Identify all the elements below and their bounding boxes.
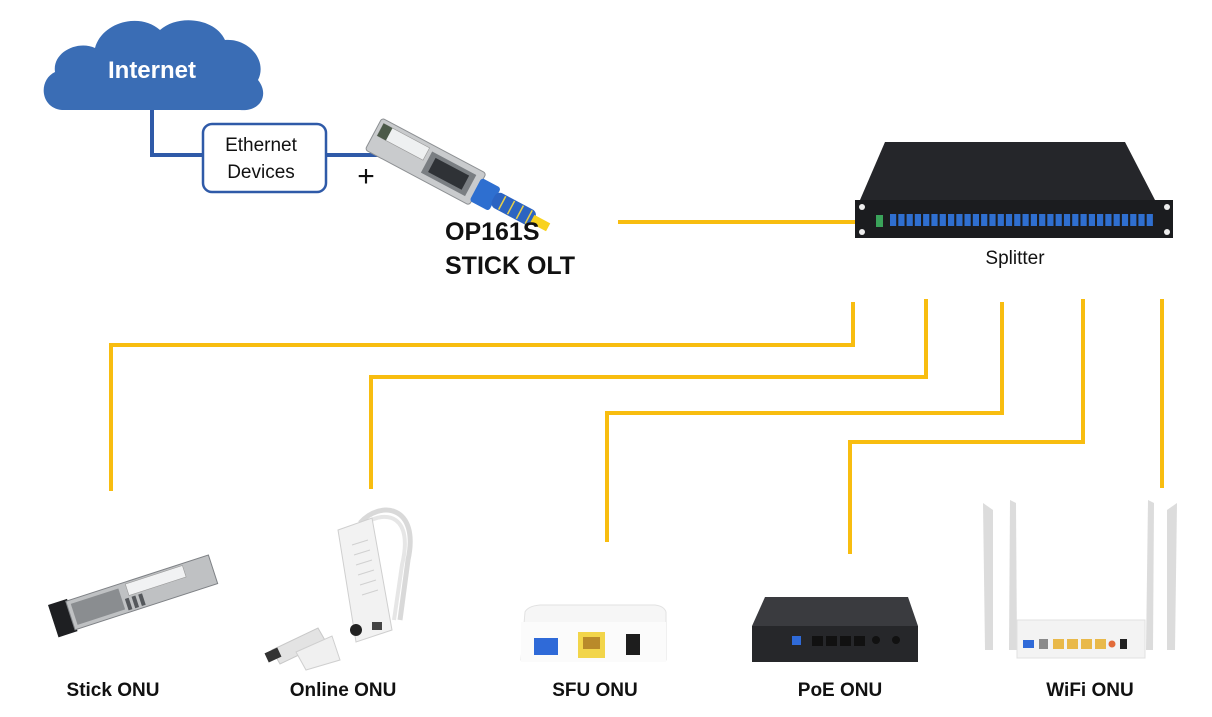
ethernet-devices-box: Ethernet Devices — [201, 122, 328, 194]
olt-sfp-module-image — [365, 118, 551, 232]
internet-cloud: Internet — [43, 20, 264, 111]
splitter-rack-image — [855, 142, 1173, 238]
fiber-distribution — [109, 299, 1164, 554]
splitter-port — [956, 214, 963, 226]
splitter-port — [989, 214, 996, 226]
onu-label-poe: PoE ONU — [797, 680, 883, 701]
onu-label-sfu: SFU ONU — [552, 680, 638, 701]
splitter-port — [931, 214, 938, 226]
onu-label-wifi: WiFi ONU — [1046, 680, 1134, 701]
stick-onu-image — [48, 554, 219, 638]
olt-label-line2: STICK OLT — [445, 252, 575, 280]
splitter-port — [1030, 214, 1037, 226]
splitter-port — [1080, 214, 1087, 226]
plus-symbol: + — [357, 160, 375, 193]
splitter-port — [1130, 214, 1137, 226]
splitter-port — [1055, 214, 1062, 226]
splitter-port — [1005, 214, 1013, 226]
splitter-port — [1097, 214, 1104, 226]
ethernet-devices-line1: Ethernet — [225, 135, 298, 156]
splitter-port — [1047, 214, 1054, 226]
ethernet-devices-line2: Devices — [227, 162, 295, 183]
poe-onu-image — [752, 597, 918, 662]
splitter-port — [1063, 214, 1071, 226]
olt-label-line1: OP161S — [445, 218, 540, 246]
splitter-port — [1022, 214, 1029, 226]
cloud-icon — [43, 20, 264, 111]
splitter-port — [1113, 214, 1120, 226]
internet-label: Internet — [108, 57, 196, 84]
splitter-port — [923, 214, 930, 226]
splitter-port — [1146, 214, 1153, 226]
splitter-port — [1138, 214, 1145, 226]
online-onu-image — [264, 507, 413, 671]
splitter-port — [997, 214, 1004, 226]
fiber-to-poe-onu — [848, 299, 1085, 554]
splitter-port — [1039, 214, 1046, 226]
splitter-port — [1105, 214, 1112, 226]
splitter-port — [972, 214, 979, 226]
fiber-to-sfu-onu — [605, 302, 1004, 542]
splitter-port — [964, 214, 971, 226]
cloud-to-ethernet-line — [150, 110, 203, 157]
splitter-port — [939, 214, 946, 226]
splitter-label: Splitter — [985, 248, 1045, 269]
splitter-port — [1072, 214, 1079, 226]
splitter-port — [890, 214, 897, 226]
splitter-port — [898, 214, 905, 226]
splitter-port — [1014, 214, 1021, 226]
splitter-port — [914, 214, 921, 226]
fiber-to-stick-onu — [109, 302, 855, 491]
wifi-onu-image — [983, 500, 1177, 659]
splitter-port — [981, 214, 988, 226]
splitter-port — [1121, 214, 1129, 226]
splitter-ports — [890, 214, 1153, 226]
onu-label-stick: Stick ONU — [66, 680, 160, 701]
splitter-port — [1088, 214, 1095, 226]
onu-label-online: Online ONU — [289, 680, 397, 701]
fiber-to-online-onu — [369, 299, 928, 489]
splitter-port — [948, 214, 955, 226]
sfu-onu-image — [520, 604, 667, 662]
ethernet-devices-frame — [201, 122, 328, 194]
splitter-port — [906, 214, 913, 226]
